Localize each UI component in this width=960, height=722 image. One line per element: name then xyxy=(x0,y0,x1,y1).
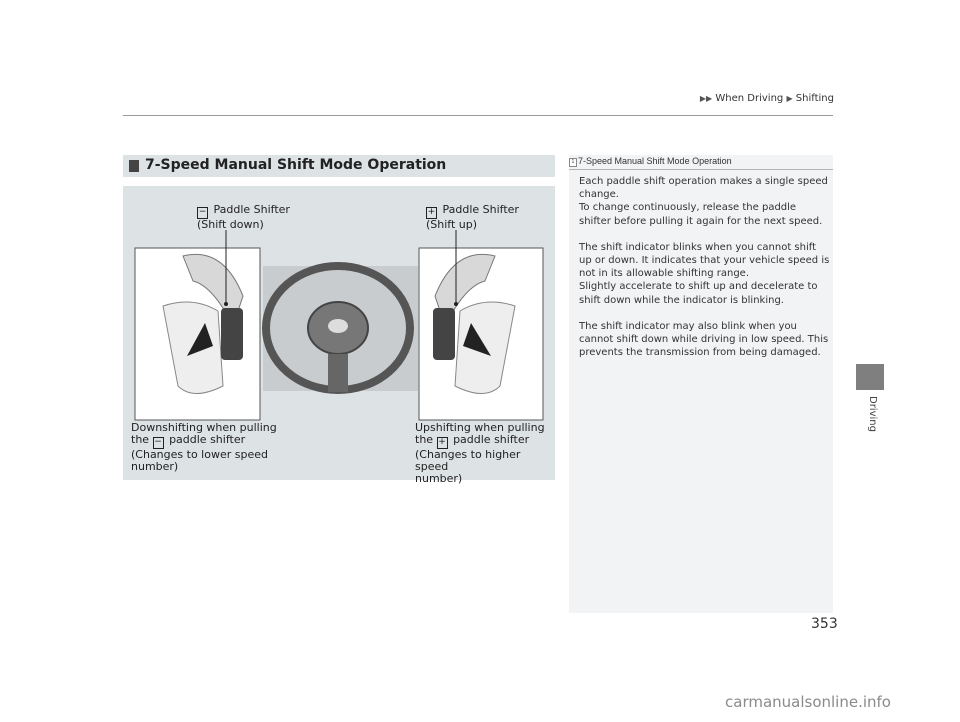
header-divider xyxy=(123,115,833,116)
minus-paddle xyxy=(221,308,243,360)
paddle-shifter-illustration xyxy=(134,230,544,421)
up-arrow-icon xyxy=(463,323,491,356)
steering-column xyxy=(328,354,348,392)
section-square-icon xyxy=(129,160,139,172)
upshift-caption: Upshifting when pulling the + paddle shi… xyxy=(415,421,545,485)
section-title-bar: 7-Speed Manual Shift Mode Operation xyxy=(123,155,555,177)
triangle-icon: ▶▶ xyxy=(699,94,713,103)
logo-icon xyxy=(328,319,348,333)
breadcrumb-item-shifting[interactable]: Shifting xyxy=(795,93,834,104)
page-number: 353 xyxy=(811,616,838,632)
side-note-panel: 1 7-Speed Manual Shift Mode Operation Ea… xyxy=(569,155,833,613)
breadcrumb: ▶▶ When Driving ▶ Shifting xyxy=(504,93,834,104)
section-title: 7-Speed Manual Shift Mode Operation xyxy=(145,157,447,173)
watermark: carmanualsonline.info xyxy=(725,693,891,711)
minus-pointer-dot xyxy=(224,302,228,306)
side-note-paragraph: Each paddle shift operation makes a sing… xyxy=(579,176,828,227)
side-note-header: 1 7-Speed Manual Shift Mode Operation xyxy=(569,155,833,170)
side-note-title: 7-Speed Manual Shift Mode Operation xyxy=(578,156,732,166)
paddle-shifter-figure: − Paddle Shifter (Shift down) + Paddle S… xyxy=(123,186,555,485)
chapter-tab xyxy=(856,364,884,390)
side-note-paragraph: The shift indicator may also blink when … xyxy=(579,320,829,359)
minus-paddle-label: − Paddle Shifter (Shift down) xyxy=(197,203,290,231)
breadcrumb-item-when-driving[interactable]: When Driving xyxy=(715,93,784,104)
plus-pointer-dot xyxy=(454,302,458,306)
side-note-paragraph: The shift indicator blinks when you cann… xyxy=(579,241,830,306)
chapter-label-text: Driving xyxy=(867,396,878,432)
downshift-caption: Downshifting when pulling the − paddle s… xyxy=(131,421,277,473)
chapter-label: Driving xyxy=(848,392,892,432)
plus-paddle xyxy=(433,308,455,360)
side-note-body: Each paddle shift operation makes a sing… xyxy=(579,175,831,372)
reference-icon: 1 xyxy=(569,158,577,167)
triangle-icon: ▶ xyxy=(786,94,793,103)
plus-paddle-label: + Paddle Shifter (Shift up) xyxy=(426,203,519,231)
down-arrow-icon xyxy=(187,323,213,356)
